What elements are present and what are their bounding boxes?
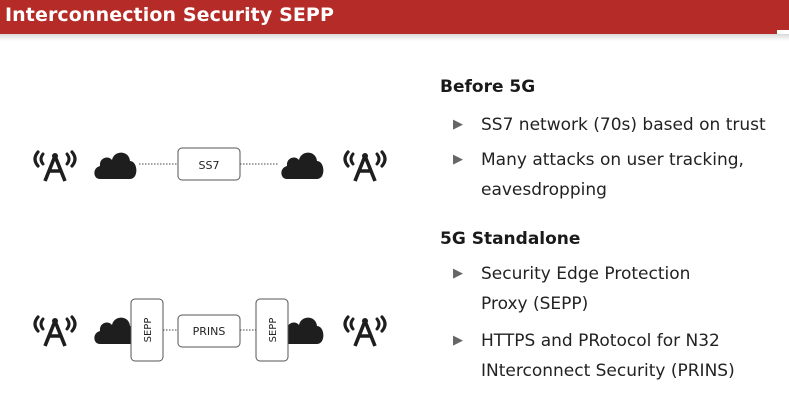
prins-link-label: PRINS [193, 325, 226, 338]
bullet-text: SS7 network (70s) based on trust [481, 115, 766, 135]
title-bar: Interconnection Security SEPP [0, 0, 789, 34]
title-shadow [0, 34, 789, 41]
bullet-triangle-icon: ▶ [453, 152, 463, 167]
section-heading-5g-standalone: 5G Standalone [440, 229, 581, 249]
top-row: SS7 [33, 147, 387, 182]
slide-title: Interconnection Security SEPP [5, 4, 334, 26]
bullet-text: Many attacks on user tracking, eavesdrop… [481, 150, 744, 200]
prins-link-box [177, 314, 241, 348]
bullet-triangle-icon: ▶ [453, 333, 463, 348]
sepp-right-box [255, 298, 289, 362]
antenna-icon [33, 315, 77, 347]
antenna-icon [343, 315, 387, 347]
cloud-icon [94, 317, 137, 344]
title-bar-notch [777, 30, 789, 34]
section-heading-before-5g: Before 5G [440, 77, 536, 97]
sepp-right-label: SEPP [268, 318, 279, 343]
bullet-triangle-icon: ▶ [453, 266, 463, 281]
cloud-icon [281, 152, 324, 179]
antenna-icon [33, 150, 77, 182]
bullet-triangle-icon: ▶ [453, 117, 463, 132]
bottom-row: SEPP PRINS SEPP [33, 298, 387, 362]
interconnection-diagram: SS7 SEPP PRINS SEPP [33, 147, 387, 362]
sepp-left-label: SEPP [143, 318, 154, 343]
antenna-icon [343, 150, 387, 182]
ss7-link-label: SS7 [199, 159, 220, 172]
bullet-text: HTTPS and PRotocol for N32 INterconnect … [481, 331, 735, 381]
bullet-text: Security Edge Protection Proxy (SEPP) [481, 264, 691, 314]
cloud-icon [94, 152, 137, 179]
